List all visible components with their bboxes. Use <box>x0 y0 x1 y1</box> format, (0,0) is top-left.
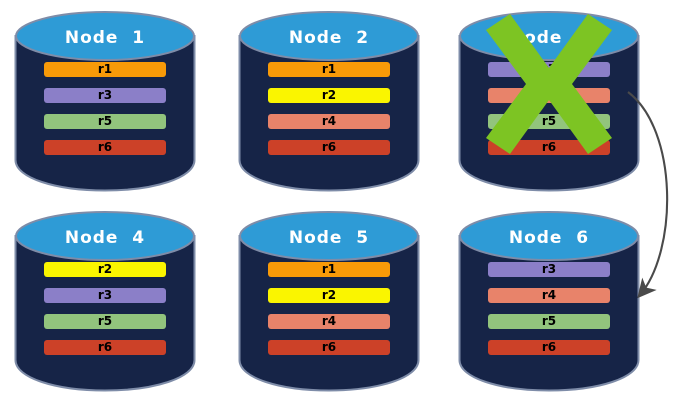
replica-bar[interactable]: r5 <box>488 114 610 129</box>
replica-bar[interactable]: r6 <box>488 140 610 155</box>
replica-bar[interactable]: r2 <box>44 262 166 277</box>
node-title: Node 1 <box>64 28 146 48</box>
node-cylinder-3[interactable]: Node 3 r3 r4 r5 r6 <box>458 10 640 192</box>
replica-bar-list: r2 r3 r5 r6 <box>44 262 166 355</box>
replica-bar[interactable]: r4 <box>488 88 610 103</box>
replica-bar-list: r3 r4 r5 r6 <box>488 62 610 155</box>
replica-bar[interactable]: r3 <box>44 288 166 303</box>
node-title: Node 2 <box>288 28 370 48</box>
replica-bar[interactable]: r3 <box>44 88 166 103</box>
cylinder-top-ellipse <box>15 11 195 61</box>
cylinder-top-ellipse <box>15 211 195 261</box>
replica-bar[interactable]: r5 <box>44 314 166 329</box>
node-cylinder-2[interactable]: Node 2 r1 r2 r4 r6 <box>238 10 420 192</box>
replica-bar[interactable]: r1 <box>44 62 166 77</box>
replica-bar[interactable]: r4 <box>268 114 390 129</box>
replica-bar[interactable]: r6 <box>44 140 166 155</box>
replica-bar[interactable]: r4 <box>268 314 390 329</box>
cylinder-top-ellipse <box>239 11 419 61</box>
replica-bar[interactable]: r2 <box>268 88 390 103</box>
replica-bar[interactable]: r6 <box>488 340 610 355</box>
replica-bar[interactable]: r2 <box>268 288 390 303</box>
replica-bar[interactable]: r6 <box>268 140 390 155</box>
replica-bar[interactable]: r3 <box>488 262 610 277</box>
node-title: Node 6 <box>508 228 590 248</box>
node-cylinder-5[interactable]: Node 5 r1 r2 r4 r6 <box>238 210 420 392</box>
replica-bar-list: r1 r3 r5 r6 <box>44 62 166 155</box>
node-cylinder-4[interactable]: Node 4 r2 r3 r5 r6 <box>14 210 196 392</box>
replica-bar[interactable]: r6 <box>44 340 166 355</box>
node-title: Node 4 <box>64 228 146 248</box>
replica-bar[interactable]: r5 <box>488 314 610 329</box>
replica-bar-list: r3 r4 r5 r6 <box>488 262 610 355</box>
node-cylinder-1[interactable]: Node 1 r1 r3 r5 r6 <box>14 10 196 192</box>
replica-bar[interactable]: r5 <box>44 114 166 129</box>
replica-bar[interactable]: r4 <box>488 288 610 303</box>
replica-bar[interactable]: r1 <box>268 262 390 277</box>
replica-bar[interactable]: r1 <box>268 62 390 77</box>
replica-bar[interactable]: r3 <box>488 62 610 77</box>
replica-bar-list: r1 r2 r4 r6 <box>268 262 390 355</box>
cylinder-top-ellipse <box>239 211 419 261</box>
node-cylinder-6[interactable]: Node 6 r3 r4 r5 r6 <box>458 210 640 392</box>
replica-bar-list: r1 r2 r4 r6 <box>268 62 390 155</box>
node-title: Node 3 <box>508 28 590 48</box>
replica-bar[interactable]: r6 <box>268 340 390 355</box>
node-title: Node 5 <box>288 228 370 248</box>
